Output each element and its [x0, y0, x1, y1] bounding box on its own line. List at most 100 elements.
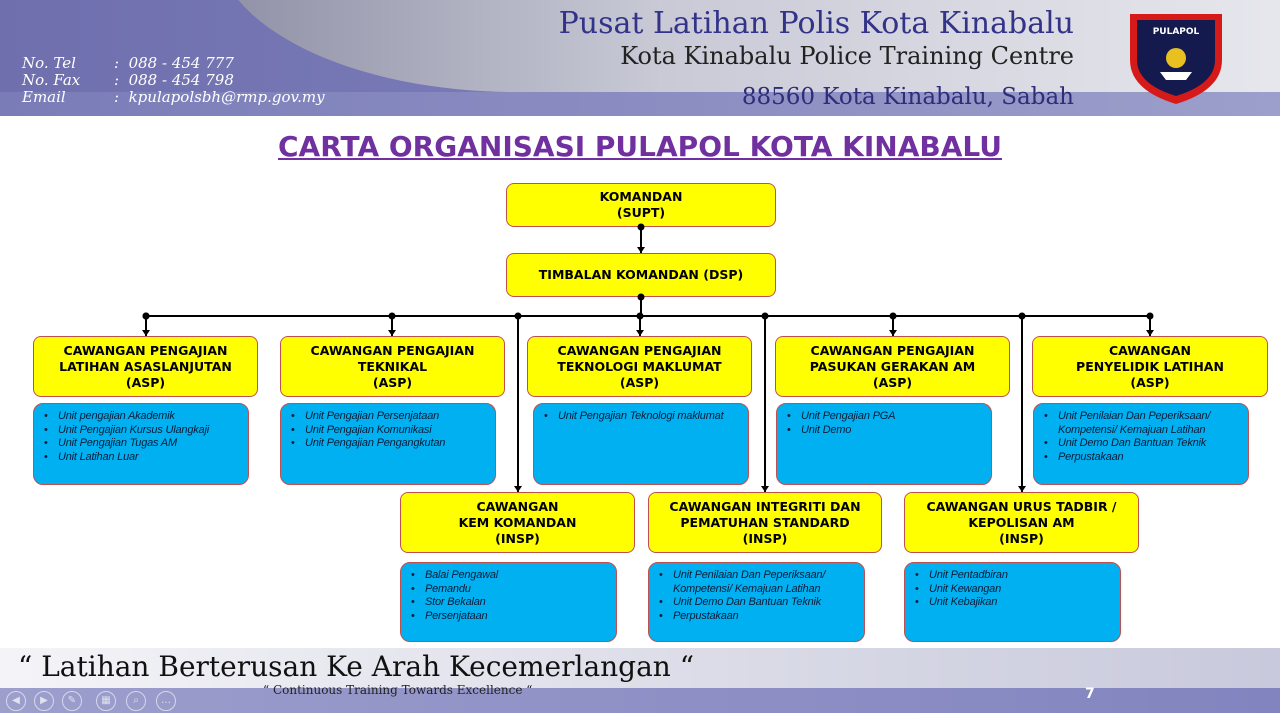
unit-list: Unit Pengajian PGAUnit Demo — [787, 410, 987, 437]
header-band — [0, 92, 1280, 116]
unit-list-box: Unit Pengajian PersenjataanUnit Pengajia… — [280, 403, 496, 485]
arrowhead — [761, 486, 769, 492]
box-line: PASUKAN GERAKAN AM — [809, 358, 976, 374]
unit-item: Perpustakaan — [659, 610, 860, 624]
zoom-icon[interactable]: ⌕ — [126, 691, 146, 711]
box-line: PENYELIDIK LATIHAN — [1076, 358, 1224, 374]
unit-list-box: Unit Penilaian Dan Peperiksaan/ Kompeten… — [1033, 403, 1249, 485]
unit-item: Unit Penilaian Dan Peperiksaan/ Kompeten… — [659, 569, 860, 596]
box-line: (INSP) — [999, 530, 1044, 546]
unit-list: Unit pengajian AkademikUnit Pengajian Ku… — [44, 410, 244, 464]
unit-list-box: Balai PengawalPemanduStor BekalanPersenj… — [400, 562, 617, 642]
unit-list: Unit Pengajian PersenjataanUnit Pengajia… — [291, 410, 491, 451]
arrowhead — [1018, 486, 1026, 492]
unit-list: Unit Penilaian Dan Peperiksaan/ Kompeten… — [659, 569, 860, 623]
connector-dot — [142, 312, 150, 320]
header-address: 88560 Kota Kinabalu, Sabah — [741, 84, 1074, 110]
unit-item: Unit Penilaian Dan Peperiksaan/ Kompeten… — [1044, 410, 1244, 437]
box-line: TEKNOLOGI MAKLUMAT — [557, 358, 722, 374]
connector-dot — [637, 223, 645, 231]
unit-list: Balai PengawalPemanduStor BekalanPersenj… — [411, 569, 612, 623]
header-title-ms: Pusat Latihan Polis Kota Kinabalu — [558, 6, 1074, 41]
pen-icon[interactable]: ✎ — [62, 691, 82, 711]
motto: “ Latihan Berterusan Ke Arah Kecemerlang… — [18, 650, 695, 683]
unit-item: Unit Pengajian Teknologi maklumat — [544, 410, 744, 424]
box-line: (ASP) — [1130, 374, 1170, 390]
contact-fax: No. Fax: 088 - 454 798 — [22, 71, 234, 89]
email-value: kpulapolsbh@rmp.gov.my — [128, 88, 325, 106]
box-line: (INSP) — [495, 530, 540, 546]
unit-list: Unit PentadbiranUnit KewanganUnit Kebaji… — [915, 569, 1116, 610]
unit-item: Unit Pengajian Persenjataan — [291, 410, 491, 424]
box-line: (INSP) — [742, 530, 788, 546]
contact-email: Email: kpulapolsbh@rmp.gov.my — [22, 88, 325, 106]
header-swoosh — [215, 0, 1280, 92]
tel-value: 088 - 454 777 — [128, 54, 234, 72]
email-label: Email — [22, 88, 66, 106]
box-line: TIMBALAN KOMANDAN (DSP) — [538, 267, 744, 282]
tel-label: No. Tel — [22, 54, 76, 72]
arrowhead — [889, 330, 897, 336]
motto-english: “ Continuous Training Towards Excellence… — [263, 683, 533, 697]
unit-item: Unit Demo Dan Bantuan Teknik — [1044, 437, 1244, 451]
unit-list-box: Unit PentadbiranUnit KewanganUnit Kebaji… — [904, 562, 1121, 642]
unit-item: Unit Kewangan — [915, 583, 1116, 597]
unit-item: Unit Pengajian PGA — [787, 410, 987, 424]
unit-item: Balai Pengawal — [411, 569, 612, 583]
connector-dot — [637, 293, 645, 301]
box-line: CAWANGAN — [1108, 342, 1192, 358]
box-line: CAWANGAN URUS TADBIR / — [926, 498, 1117, 514]
box-line: (ASP) — [125, 374, 166, 390]
arrowhead — [636, 330, 644, 336]
box-line: LATIHAN ASASLANJUTAN — [59, 358, 232, 374]
connector-dot — [761, 312, 769, 320]
unit-item: Unit Kebajikan — [915, 596, 1116, 610]
box-line: CAWANGAN INTEGRITI DAN — [669, 498, 861, 514]
next-slide-icon[interactable]: ▶ — [34, 691, 54, 711]
prev-slide-icon[interactable]: ◀ — [6, 691, 26, 711]
box-line: CAWANGAN PENGAJIAN — [63, 342, 228, 358]
box-line: (ASP) — [619, 374, 660, 390]
slides-icon[interactable]: ▦ — [96, 691, 116, 711]
connector-dot — [1146, 312, 1154, 320]
unit-list: Unit Penilaian Dan Peperiksaan/ Kompeten… — [1044, 410, 1244, 464]
header-title-en: Kota Kinabalu Police Training Centre — [620, 42, 1074, 70]
box-line: (SUPT) — [616, 205, 666, 220]
unit-item: Unit Demo Dan Bantuan Teknik — [659, 596, 860, 610]
connector-dot — [636, 312, 644, 320]
connector-dot — [514, 312, 522, 320]
unit-list-box: Unit Penilaian Dan Peperiksaan/ Kompeten… — [648, 562, 865, 642]
unit-item: Unit Pengajian Pengangkutan — [291, 437, 491, 451]
arrowhead — [142, 330, 150, 336]
unit-item: Unit Demo — [787, 424, 987, 438]
box-line: (ASP) — [872, 374, 913, 390]
unit-item: Unit Pengajian Tugas AM — [44, 437, 244, 451]
arrowhead — [637, 247, 645, 253]
unit-item: Unit Pentadbiran — [915, 569, 1116, 583]
box-line: TEKNIKAL — [357, 358, 428, 374]
box-line: KEPOLISAN AM — [968, 514, 1075, 530]
arrowhead — [1146, 330, 1154, 336]
fax-value: 088 - 454 798 — [128, 71, 234, 89]
box-line: CAWANGAN — [476, 498, 559, 514]
chart-title: CARTA ORGANISASI PULAPOL KOTA KINABALU — [278, 130, 1002, 163]
unit-item: Stor Bekalan — [411, 596, 612, 610]
box-line: CAWANGAN PENGAJIAN — [557, 342, 722, 358]
unit-item: Unit pengajian Akademik — [44, 410, 244, 424]
unit-item: Perpustakaan — [1044, 451, 1244, 465]
box-line: PEMATUHAN STANDARD — [680, 514, 850, 530]
unit-item: Unit Pengajian Kursus Ulangkaji — [44, 424, 244, 438]
unit-list: Unit Pengajian Teknologi maklumat — [544, 410, 744, 424]
unit-item: Persenjataan — [411, 610, 612, 624]
pulapol-crest-logo: PULAPOL — [1130, 14, 1222, 104]
more-options-icon[interactable]: … — [156, 691, 176, 711]
fax-label: No. Fax — [22, 71, 81, 89]
branch-box: CAWANGAN URUS TADBIR /KEPOLISAN AM(INSP) — [904, 492, 1139, 553]
